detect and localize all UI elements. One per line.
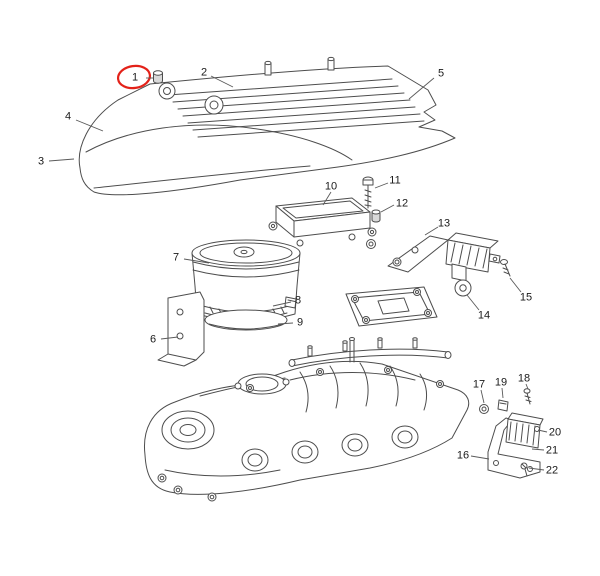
- callout-leader-17: [480, 389, 485, 404]
- callout-label-15[interactable]: 15: [520, 292, 532, 304]
- callout-label-17[interactable]: 17: [473, 379, 485, 391]
- highlight-circle: [116, 64, 152, 90]
- callout-leader-14: [466, 294, 480, 311]
- bolt-item-11: [362, 176, 374, 209]
- callout-label-1[interactable]: 1: [132, 72, 138, 84]
- callout-leader-9: [277, 322, 294, 325]
- callout-label-5[interactable]: 5: [438, 68, 444, 80]
- callout-leader-6: [160, 336, 179, 340]
- callout-leader-20: [537, 429, 548, 433]
- callout-label-3[interactable]: 3: [38, 156, 44, 168]
- callout-label-4[interactable]: 4: [65, 111, 71, 123]
- cover-stud-left: [264, 60, 272, 76]
- bushing-item-12: [366, 209, 381, 249]
- mounting-bracket-item-6: [157, 291, 205, 367]
- callout-label-2[interactable]: 2: [201, 67, 207, 79]
- callout-label-8[interactable]: 8: [295, 295, 301, 307]
- outlet-ring-item-9: [204, 309, 288, 331]
- callout-leader-21: [531, 448, 545, 451]
- callout-label-13[interactable]: 13: [438, 218, 450, 230]
- callout-label-22[interactable]: 22: [546, 465, 558, 477]
- callout-leader-18: [525, 383, 529, 390]
- engine-cover: [78, 65, 456, 196]
- callout-label-14[interactable]: 14: [478, 310, 490, 322]
- callout-leader-4: [75, 119, 104, 132]
- bracket-assembly-items-16-22: [479, 388, 544, 479]
- callout-leader-19: [501, 387, 504, 399]
- callout-leader-2: [210, 75, 234, 88]
- callout-label-20[interactable]: 20: [549, 427, 561, 439]
- callout-leader-10: [322, 191, 332, 206]
- callout-leader-8: [272, 301, 292, 307]
- grommet-item-14: [454, 279, 472, 297]
- bolt-item-15: [500, 259, 511, 277]
- callout-label-18[interactable]: 18: [518, 373, 530, 385]
- grommet-item-1: [153, 70, 163, 84]
- intake-manifold: [143, 337, 470, 502]
- callout-leader-5: [408, 77, 435, 100]
- callout-leader-12: [380, 204, 395, 213]
- air-cleaner-item-7: [191, 239, 301, 322]
- callout-label-10[interactable]: 10: [325, 181, 337, 193]
- callout-label-7[interactable]: 7: [173, 252, 179, 264]
- callout-label-11[interactable]: 11: [389, 175, 400, 187]
- callout-leader-16: [470, 455, 490, 460]
- callout-leader-11: [374, 182, 389, 189]
- callout-leader-3: [48, 158, 75, 162]
- cover-stud-right: [327, 56, 335, 71]
- callout-label-9[interactable]: 9: [297, 317, 303, 329]
- callout-label-12[interactable]: 12: [396, 198, 408, 210]
- bracket-item-13: [387, 232, 501, 282]
- callout-leader-13: [424, 226, 439, 236]
- callout-leader-15: [509, 277, 522, 293]
- callout-label-19[interactable]: 19: [495, 377, 507, 389]
- mounting-plate: [345, 286, 438, 327]
- callout-label-16[interactable]: 16: [457, 450, 469, 462]
- callout-label-6[interactable]: 6: [150, 334, 156, 346]
- callout-leader-22: [528, 467, 545, 471]
- callout-label-21[interactable]: 21: [546, 445, 558, 457]
- callout-leader-7: [183, 258, 210, 264]
- bracket-tray-item-10: [268, 197, 377, 247]
